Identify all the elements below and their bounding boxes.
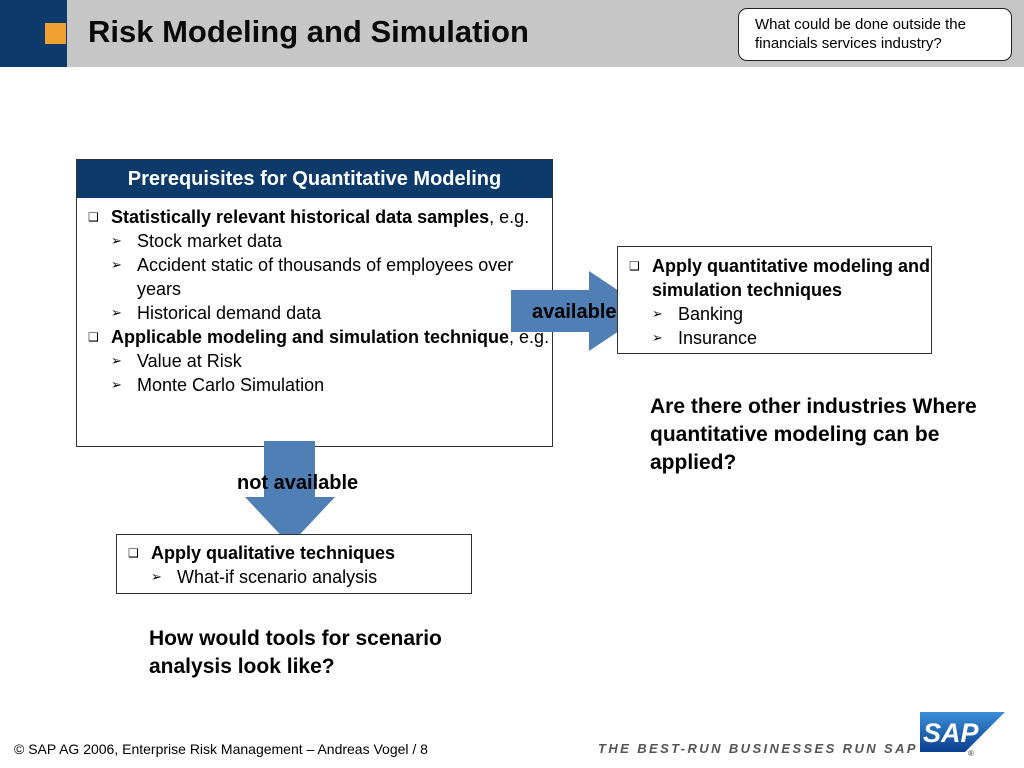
down-arrow-icon	[245, 441, 335, 545]
list-item: ❑ Apply qualitative techniques	[117, 541, 471, 565]
checkbox-bullet-icon: ❑	[88, 330, 99, 344]
arrow-bullet-icon: ➢	[111, 377, 122, 392]
arrow-bullet-icon: ➢	[151, 569, 162, 584]
tools-question: How would tools for scenario analysis lo…	[149, 627, 442, 678]
available-label: available	[532, 301, 617, 323]
list-item: ❑ Statistically relevant historical data…	[77, 205, 552, 229]
sub-item-text: Value at Risk	[137, 351, 242, 371]
sub-list-item: ➢ Stock market data	[77, 229, 552, 253]
sub-item-text: What-if scenario analysis	[177, 567, 378, 587]
list-item: ❑ Apply quantitative modeling and simula…	[618, 254, 931, 302]
prerequisites-list: ❑ Statistically relevant historical data…	[77, 198, 552, 397]
sub-item-text: Accident static of thousands of employee…	[137, 255, 514, 299]
arrow-bullet-icon: ➢	[652, 330, 663, 345]
item-bold-text: Applicable modeling and simulation techn…	[111, 327, 510, 347]
item-bold-text: Apply quantitative modeling and simulati…	[652, 256, 931, 300]
right-arrow-icon	[511, 271, 649, 351]
arrow-bullet-icon: ➢	[111, 257, 122, 272]
item-bold-text: Apply qualitative techniques	[151, 543, 396, 563]
checkbox-bullet-icon: ❑	[128, 546, 139, 560]
arrow-bullet-icon: ➢	[111, 305, 122, 320]
callout-note: What could be done outside the financial…	[738, 8, 1012, 61]
item-text: , e.g.	[489, 207, 530, 227]
checkbox-bullet-icon: ❑	[88, 210, 99, 224]
sub-list-item: ➢ What-if scenario analysis	[117, 565, 471, 589]
item-bold-text: Statistically relevant historical data s…	[111, 207, 490, 227]
quantitative-techniques-box: ❑ Apply quantitative modeling and simula…	[617, 246, 932, 354]
sub-list-item: ➢ Insurance	[618, 326, 931, 350]
sap-logo-text: SAP	[923, 718, 980, 748]
sap-logo-icon: SAP ®	[920, 712, 1005, 758]
not-available-label: not available	[237, 472, 359, 494]
sub-list-item: ➢ Accident static of thousands of employe…	[77, 253, 552, 301]
sub-item-text: Banking	[678, 304, 744, 324]
header-accent-square	[45, 23, 66, 44]
arrow-bullet-icon: ➢	[652, 306, 663, 321]
sub-item-text: Insurance	[678, 328, 758, 348]
prerequisites-heading: Prerequisites for Quantitative Modeling	[77, 160, 552, 198]
sub-list-item: ➢ Value at Risk	[77, 349, 552, 373]
arrow-bullet-icon: ➢	[111, 353, 122, 368]
prerequisites-box: Prerequisites for Quantitative Modeling …	[76, 159, 553, 447]
footer-tagline: THE BEST-RUN BUSINESSES RUN SAP	[598, 741, 918, 756]
sub-list-item: ➢ Historical demand data	[77, 301, 552, 325]
checkbox-bullet-icon: ❑	[629, 259, 640, 273]
sub-item-text: Monte Carlo Simulation	[137, 375, 325, 395]
sub-list-item: ➢ Monte Carlo Simulation	[77, 373, 552, 397]
qualitative-techniques-box: ❑ Apply qualitative techniques ➢ What-if …	[116, 534, 472, 594]
list-item: ❑ Applicable modeling and simulation tec…	[77, 325, 552, 349]
footer-copyright: © SAP AG 2006, Enterprise Risk Managemen…	[14, 741, 428, 757]
industries-question: Are there other industries Where quantit…	[650, 395, 977, 474]
sub-item-text: Stock market data	[137, 231, 283, 251]
svg-text:®: ®	[968, 749, 974, 758]
page-title: Risk Modeling and Simulation	[88, 14, 529, 49]
arrow-bullet-icon: ➢	[111, 233, 122, 248]
sub-item-text: Historical demand data	[137, 303, 322, 323]
sub-list-item: ➢ Banking	[618, 302, 931, 326]
